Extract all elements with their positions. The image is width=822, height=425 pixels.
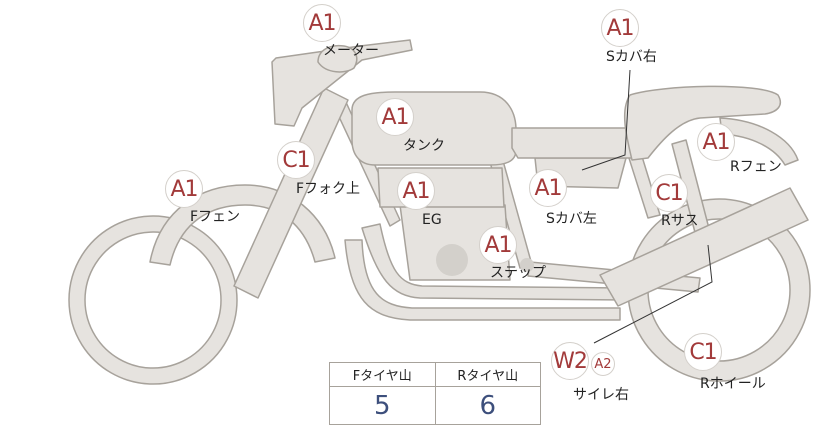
part-label-r-suspension: Rサス <box>661 213 699 229</box>
part-label-muffler: サイレ右 <box>573 387 629 403</box>
muffler-body <box>599 187 809 307</box>
part-label-r-fender: Rフェン <box>730 159 782 175</box>
part-label-f-fork-upper: Fフォク上 <box>296 181 361 197</box>
grade-badge-muffler: W2 <box>551 342 589 380</box>
meter <box>317 44 358 73</box>
grade-badge-f-fork-upper: C1 <box>277 141 315 179</box>
tread-header-front: Fタイヤ山 <box>329 362 436 387</box>
grade-badge-step: A1 <box>479 226 517 264</box>
rear-fender <box>719 117 799 166</box>
grade-badge-r-fender: A1 <box>697 123 735 161</box>
seat-rear <box>623 85 782 161</box>
leader-muffler <box>593 244 713 344</box>
front-tire <box>68 215 238 385</box>
grade-badge-muffler-secondary: A2 <box>591 352 615 376</box>
grade-badge-s-cover-left: A1 <box>529 169 567 207</box>
grade-badge-tank: A1 <box>376 98 414 136</box>
grade-badge-f-fender: A1 <box>165 170 203 208</box>
part-label-s-cover-left: Sカバ左 <box>546 211 597 227</box>
part-label-meter: メーター <box>323 43 379 59</box>
part-label-r-wheel: Rホイール <box>700 376 766 392</box>
part-label-step: ステップ <box>490 265 546 281</box>
tread-value-front: 5 <box>329 386 436 425</box>
handlebar <box>271 39 413 127</box>
part-label-tank: タンク <box>403 138 445 154</box>
step-peg <box>520 258 534 272</box>
exhaust-pipe-lower <box>344 239 621 321</box>
tread-value-rear: 6 <box>434 386 541 425</box>
grade-badge-engine: A1 <box>397 172 435 210</box>
grade-badge-s-cover-right: A1 <box>601 9 639 47</box>
part-label-f-fender: Fフェン <box>190 209 241 225</box>
seat <box>511 127 641 159</box>
leader-s-cover-right <box>581 69 631 171</box>
grade-badge-r-wheel: C1 <box>684 333 722 371</box>
grade-badge-r-suspension: C1 <box>650 174 688 212</box>
part-label-s-cover-right: Sカバ右 <box>606 49 657 65</box>
front-fork <box>233 87 349 299</box>
tread-header-rear: Rタイヤ山 <box>434 362 541 387</box>
part-label-engine: EG <box>422 212 442 228</box>
grade-badge-meter: A1 <box>303 4 341 42</box>
tire-tread-table: Fタイヤ山 Rタイヤ山 5 6 <box>329 362 541 425</box>
engine-case-cover <box>436 244 468 276</box>
